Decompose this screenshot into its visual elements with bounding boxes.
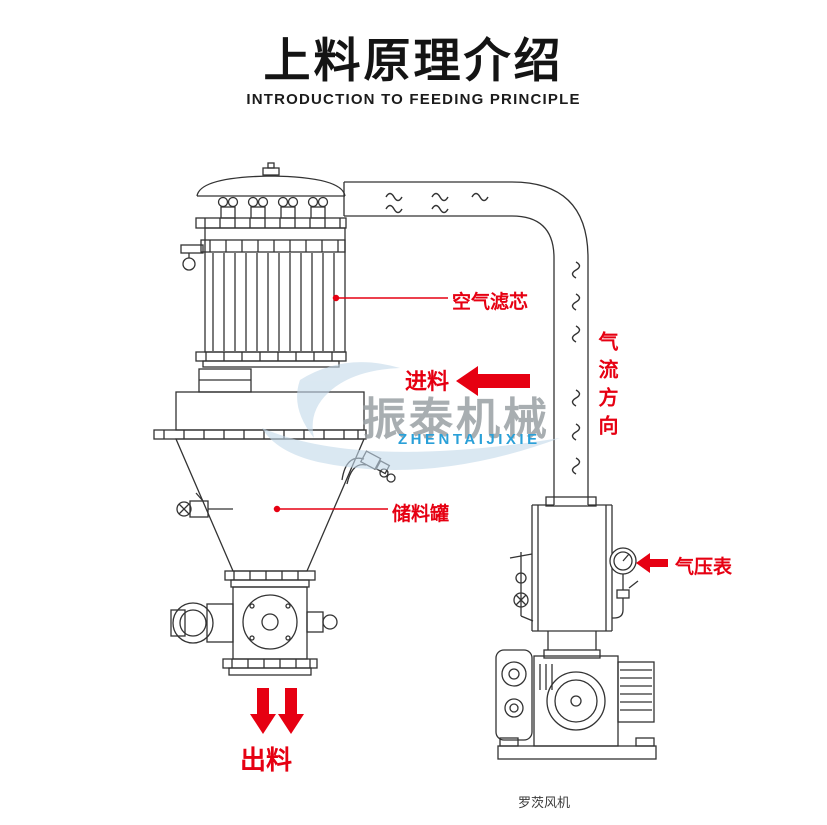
- receiver-side-valve: [509, 552, 534, 622]
- filter-flange-band: [195, 217, 347, 229]
- motor-fins: [620, 669, 652, 711]
- conveying-pipe: [343, 181, 589, 505]
- pressure-gauge: [609, 547, 639, 619]
- gauge-pipe: [612, 598, 624, 619]
- watermark-brand-cn: 振泰机械: [362, 395, 550, 444]
- flange-bolts: [204, 218, 341, 228]
- filter-bottom-flange: [195, 351, 347, 362]
- receiver-neck: [547, 631, 597, 650]
- clamp-bolts: [209, 240, 339, 252]
- discharge-arrow-1-icon: [250, 688, 276, 734]
- rotary-motor: [170, 602, 234, 644]
- discharge-arrow-2-icon: [278, 688, 304, 734]
- storage-tank: [153, 368, 396, 572]
- feed-label: 进料: [405, 369, 450, 394]
- rotary-shaft-cover: [306, 611, 324, 633]
- gauge-needle: [622, 553, 630, 562]
- feed-arrow-left-icon: [456, 366, 530, 396]
- filter-support-ring: [202, 360, 340, 368]
- gauge-valve: [616, 589, 630, 599]
- red-annotations: [250, 294, 668, 734]
- pipe-clamp: [545, 496, 597, 507]
- filter-clamp-band: [200, 239, 346, 253]
- pressure-gauge-label: 气压表: [675, 557, 733, 578]
- rotary-valve: [170, 570, 338, 676]
- pipe-inner-wall: [344, 215, 555, 505]
- bottom-flange-bolts: [205, 352, 333, 361]
- rotary-body: [232, 586, 308, 660]
- pulse-valves: [217, 196, 329, 219]
- filter-dome: [196, 175, 346, 197]
- page-title: 上料原理介绍: [263, 34, 564, 87]
- hopper-top-box: [175, 391, 365, 431]
- page-subtitle: INTRODUCTION TO FEEDING PRINCIPLE: [246, 91, 581, 108]
- airflow-direction-label: 气流方向: [595, 331, 617, 443]
- rotary-top-flange: [224, 570, 316, 581]
- machine-drawing: [153, 162, 657, 760]
- filter-pleats: [212, 253, 335, 351]
- hopper-flange: [153, 429, 367, 440]
- belt-guard: [495, 649, 533, 741]
- discharge-label: 出料: [240, 745, 293, 775]
- rotary-bottom-flange: [222, 658, 318, 669]
- blower-casing: [546, 671, 606, 731]
- roots-blower-label: 罗茨风机: [518, 795, 571, 810]
- gauge-arrow-left-icon: [636, 553, 668, 573]
- air-filter-label: 空气滤芯: [452, 292, 529, 313]
- cone-side-valve: [176, 492, 233, 518]
- roots-blower: [495, 649, 657, 760]
- watermark-swoosh: [262, 362, 560, 470]
- dome-nub: [262, 167, 280, 176]
- dome-nub-top: [267, 162, 275, 169]
- watermark-brand-en: ZHENTAIJIXIE: [398, 431, 541, 448]
- filter-unit: [180, 162, 347, 368]
- blower-base: [497, 745, 657, 760]
- blower-vents: [539, 664, 553, 690]
- storage-tank-label: 储料罐: [392, 504, 450, 525]
- rotary-bottom-bolts: [231, 659, 311, 668]
- receiver-outlet-flange: [543, 649, 601, 659]
- rotary-housing: [242, 594, 298, 650]
- blower-motor: [617, 661, 655, 723]
- pipe-outer-wall: [344, 181, 589, 505]
- receiver-cylinder: [509, 496, 613, 659]
- rotary-top-bolts: [233, 571, 299, 580]
- hopper-flange-bolts: [163, 430, 359, 439]
- air-fitting: [180, 244, 204, 271]
